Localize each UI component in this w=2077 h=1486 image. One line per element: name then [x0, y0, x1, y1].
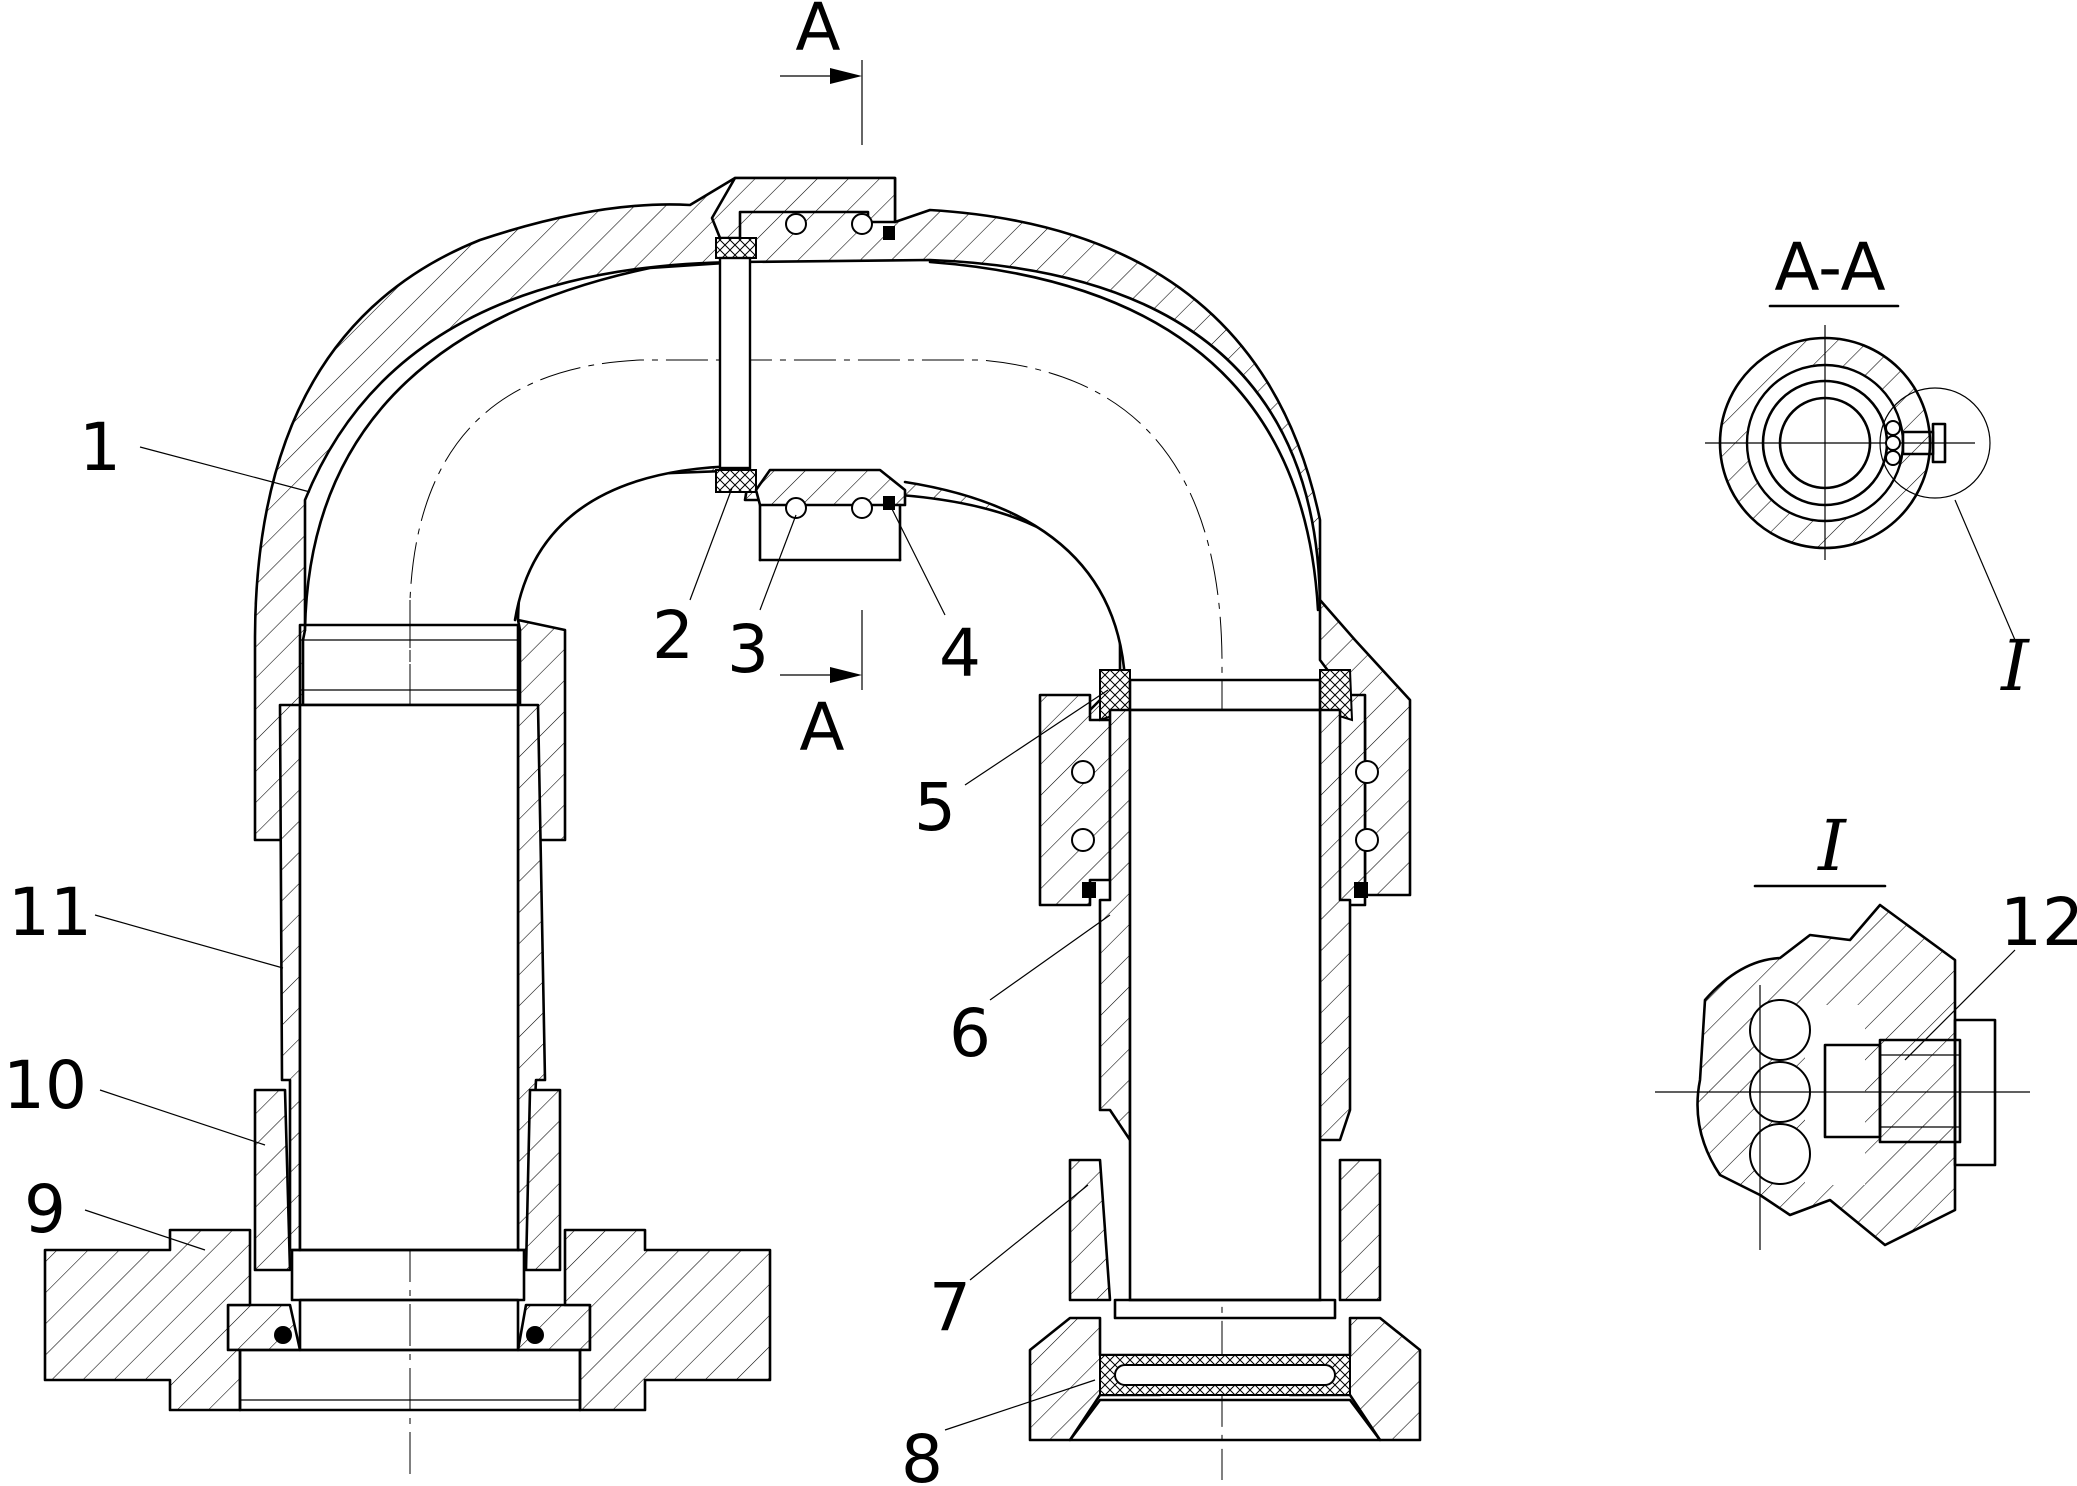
- seal-square-upper: [883, 226, 895, 240]
- upper-swivel-seat: [710, 176, 907, 562]
- ball-1: [785, 213, 807, 235]
- part-label-11: 11: [8, 874, 92, 951]
- ball-2: [851, 213, 873, 235]
- part-label-2: 2: [652, 597, 694, 674]
- section-cut-marks: A A: [780, 0, 863, 766]
- part-label-10: 10: [3, 1047, 87, 1124]
- detail-ref: I: [1999, 625, 2030, 707]
- o-ring-left: [274, 1326, 292, 1344]
- detail-view-i: I: [1655, 805, 2030, 1250]
- part-label-5: 5: [914, 769, 956, 846]
- cut-label-top: A: [795, 0, 840, 66]
- part-label-8: 8: [901, 1421, 943, 1486]
- left-thread-ring: [298, 623, 520, 707]
- part-label-1: 1: [79, 409, 121, 486]
- left-leg: [43, 623, 772, 1412]
- part-label-6: 6: [949, 995, 991, 1072]
- detail-title: I: [1816, 805, 1847, 887]
- ball-3: [785, 497, 807, 519]
- part-label-12: 12: [2000, 884, 2077, 961]
- callouts: 1 2 3 4 5 6 7 8 9 10 11 12: [3, 409, 2077, 1486]
- section-view-a-a: A-A I: [1705, 229, 2030, 707]
- part-label-3: 3: [727, 611, 769, 688]
- seal-square-lower: [883, 496, 895, 510]
- right-leg: [1028, 669, 1422, 1442]
- elbow-body: [253, 176, 1412, 1480]
- part-label-7: 7: [929, 1269, 971, 1346]
- part-label-4: 4: [939, 615, 981, 692]
- cut-label-bottom: A: [799, 689, 844, 766]
- swivel-sleeve: [718, 256, 752, 470]
- ball-4: [851, 497, 873, 519]
- part-label-9: 9: [24, 1171, 66, 1248]
- seal-ring-lower: [715, 469, 757, 493]
- seal-ring-upper: [715, 237, 757, 259]
- section-title: A-A: [1774, 229, 1885, 306]
- o-ring-right: [526, 1326, 544, 1344]
